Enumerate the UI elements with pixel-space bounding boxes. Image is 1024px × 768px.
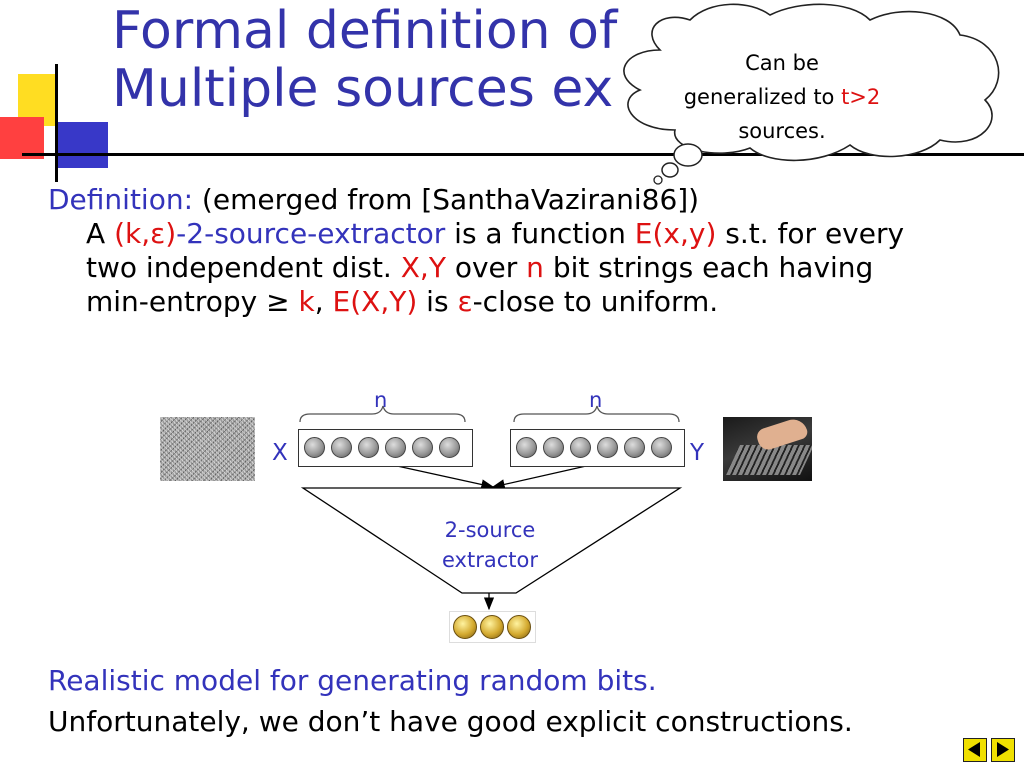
x-label: X bbox=[272, 440, 288, 466]
realistic-model-text: Realistic model for generating random bi… bbox=[48, 664, 657, 697]
extractor-label: 2-source extractor bbox=[420, 515, 560, 575]
text-st: s.t. for every bbox=[716, 217, 905, 250]
title-line-2: Multiple sources ex bbox=[112, 59, 614, 119]
n-label-right: n bbox=[589, 388, 603, 412]
callout-generalized-text: generalized to bbox=[683, 85, 842, 109]
callout-line-3: sources. bbox=[738, 119, 826, 143]
text-a: A bbox=[86, 217, 115, 250]
coin-icon bbox=[624, 437, 645, 458]
unfortunately-text: Unfortunately, we don’t have good explic… bbox=[48, 705, 853, 738]
coin-icon bbox=[597, 437, 618, 458]
triangle-left-icon bbox=[968, 742, 980, 757]
text-two-indep: two independent dist. bbox=[86, 251, 401, 284]
definition-label: Definition: bbox=[48, 183, 194, 216]
coin-icon bbox=[358, 437, 379, 458]
brace-left bbox=[299, 405, 466, 423]
logo-blue-square bbox=[58, 122, 108, 168]
output-coins bbox=[449, 611, 536, 643]
gold-coin-icon bbox=[480, 615, 504, 639]
text-func: E(x,y) bbox=[634, 217, 717, 250]
text-is: is bbox=[417, 285, 458, 318]
extractor-shape bbox=[300, 487, 683, 594]
text-comma: , bbox=[314, 285, 333, 318]
text-min-entropy: min-entropy ≥ bbox=[86, 285, 299, 318]
x-label-text: X bbox=[272, 440, 288, 466]
callout-line-2: generalized to t>2 bbox=[652, 80, 912, 114]
text-exy: E(X,Y) bbox=[332, 285, 418, 318]
definition-source: (emerged from [SanthaVazirani86]) bbox=[193, 183, 700, 216]
text-over: over bbox=[445, 251, 527, 284]
title-line-1: Formal definition of bbox=[112, 1, 618, 61]
arrow-from-y bbox=[491, 463, 596, 490]
coin-icon bbox=[439, 437, 460, 458]
cloud-callout-text: Can be generalized to t>2 sources. bbox=[652, 46, 912, 148]
text-bit-strings: bit strings each having bbox=[543, 251, 874, 284]
arrow-from-x bbox=[387, 463, 495, 490]
text-is-function: is a function bbox=[445, 217, 635, 250]
brace-right bbox=[513, 405, 680, 423]
definition-line-3: two independent dist. X,Y over n bit str… bbox=[86, 251, 873, 285]
extractor-label-line-2: extractor bbox=[442, 548, 538, 572]
text-params: (k,ε) bbox=[114, 217, 177, 250]
text-dash: - bbox=[176, 217, 187, 250]
coin-icon bbox=[385, 437, 406, 458]
triangle-right-icon bbox=[997, 742, 1009, 757]
y-label-text: Y bbox=[690, 440, 705, 466]
coin-row-x bbox=[298, 429, 473, 467]
text-extractor-name: 2-source-extractor bbox=[186, 217, 446, 250]
coin-icon bbox=[543, 437, 564, 458]
coin-icon bbox=[304, 437, 325, 458]
coin-icon bbox=[331, 437, 352, 458]
typing-laptop-image bbox=[723, 417, 812, 481]
slide-title: Formal definition of Multiple sources ex bbox=[112, 2, 732, 118]
extractor-label-line-1: 2-source bbox=[444, 518, 536, 542]
nav-prev-button[interactable] bbox=[963, 738, 987, 762]
gold-coin-icon bbox=[507, 615, 531, 639]
text-eps: ε bbox=[457, 285, 473, 318]
logo-red-square bbox=[0, 117, 44, 159]
coin-icon bbox=[651, 437, 672, 458]
text-n: n bbox=[526, 251, 544, 284]
coin-icon bbox=[570, 437, 591, 458]
thought-cloud bbox=[623, 3, 1000, 185]
coin-row-y bbox=[510, 429, 685, 467]
logo-vertical-line bbox=[55, 64, 58, 182]
definition-line-2: A (k,ε)-2-source-extractor is a function… bbox=[86, 217, 904, 251]
gold-coin-icon bbox=[453, 615, 477, 639]
n-label-left: n bbox=[374, 388, 388, 412]
callout-t-highlight: t>2 bbox=[841, 85, 881, 109]
coin-icon bbox=[516, 437, 537, 458]
definition-line-4: min-entropy ≥ k, E(X,Y) is ε-close to un… bbox=[86, 285, 718, 319]
noise-image bbox=[160, 417, 255, 481]
nav-next-button[interactable] bbox=[991, 738, 1015, 762]
text-close: -close to uniform. bbox=[472, 285, 719, 318]
title-divider bbox=[22, 153, 1024, 156]
coin-icon bbox=[412, 437, 433, 458]
text-xy: X,Y bbox=[400, 251, 446, 284]
definition-block: Definition: (emerged from [SanthaVaziran… bbox=[48, 183, 699, 217]
text-k: k bbox=[298, 285, 315, 318]
definition-line-1: Definition: (emerged from [SanthaVaziran… bbox=[48, 183, 699, 217]
callout-line-1: Can be bbox=[745, 51, 819, 75]
y-label: Y bbox=[690, 440, 704, 466]
